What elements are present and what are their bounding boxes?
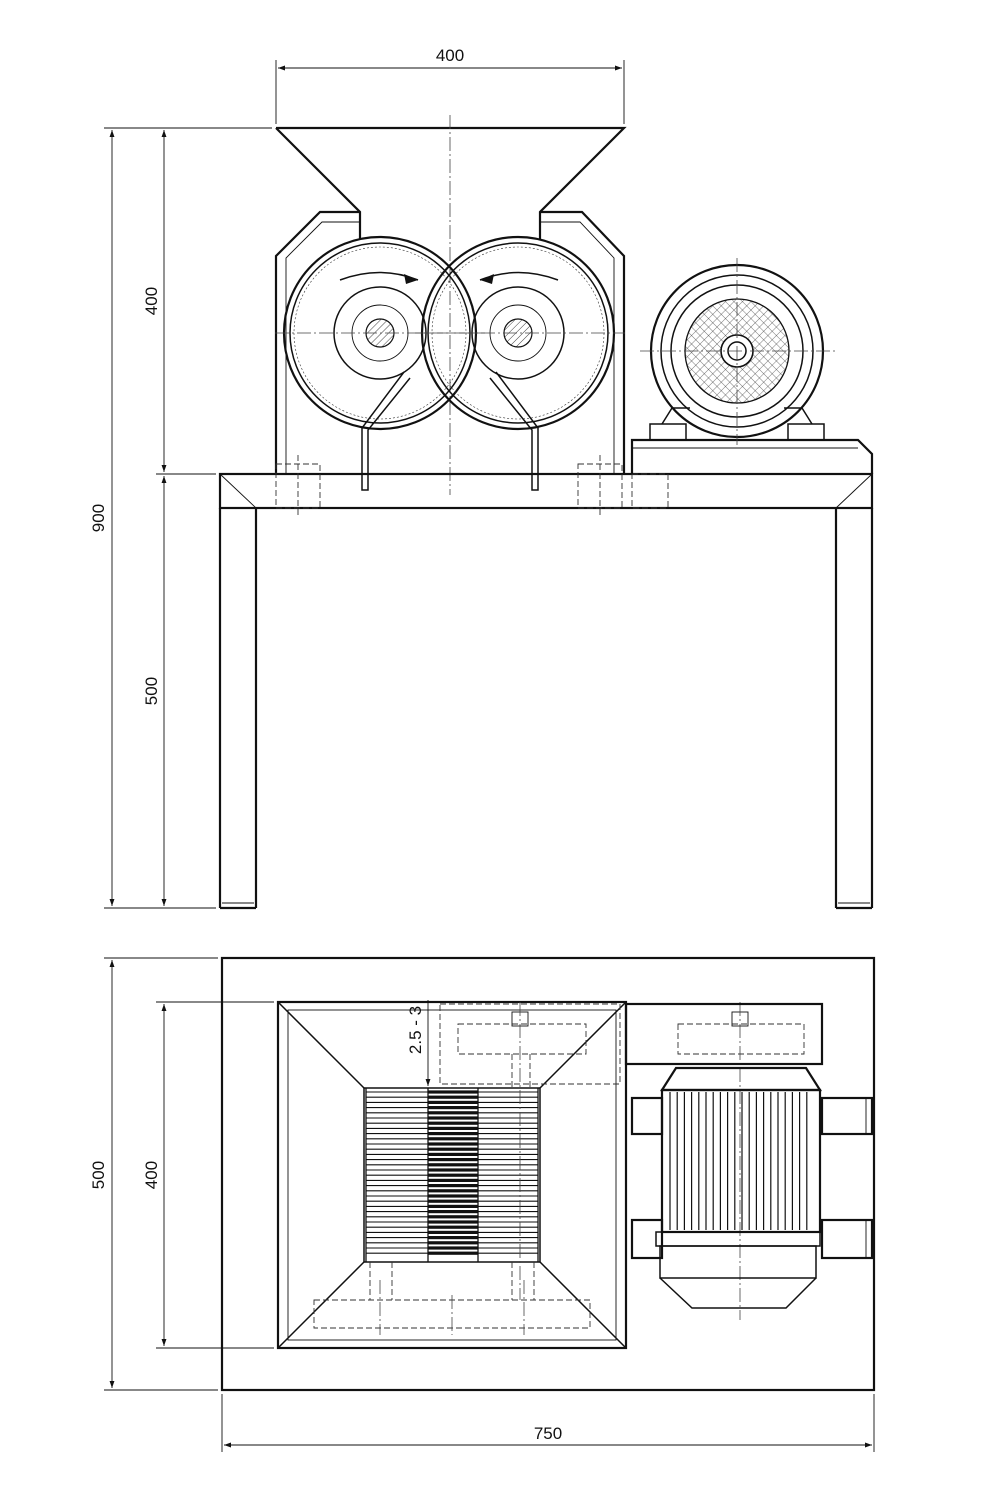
dim-plan-hopper-label: 400 <box>142 1161 161 1189</box>
front-elevation: 400 900 400 500 <box>89 46 874 910</box>
crusher-housing <box>274 210 626 474</box>
dim-upper-height-label: 400 <box>142 287 161 315</box>
plan-roller-ribs <box>365 1088 539 1262</box>
table-frame <box>218 455 874 910</box>
dim-roller-gap-label: 2.5 - 3 <box>406 1006 425 1054</box>
motor-cooling-fins <box>669 1092 808 1230</box>
dim-plan-width: 750 <box>221 1394 875 1452</box>
dim-total-height: 900 <box>89 127 272 909</box>
dim-lower-height-label: 500 <box>142 677 161 705</box>
dim-upper-height: 400 <box>142 130 216 475</box>
dim-top-width: 400 <box>275 46 625 124</box>
dim-plan-width-label: 750 <box>534 1424 562 1443</box>
left-roller <box>275 235 485 431</box>
dim-top-width-label: 400 <box>436 46 464 65</box>
dim-plan-hopper: 400 <box>142 1001 274 1349</box>
dim-roller-gap: 2.5 - 3 <box>406 1000 431 1086</box>
dim-plan-depth-label: 500 <box>89 1161 108 1189</box>
hopper <box>275 115 627 495</box>
dim-total-height-label: 900 <box>89 504 108 532</box>
motor-front <box>630 258 874 474</box>
dim-plan-depth: 500 <box>89 957 218 1391</box>
plan-frame-outline <box>220 956 876 1392</box>
plan-hopper <box>276 1000 628 1350</box>
scrapers <box>361 371 539 491</box>
right-roller <box>415 235 625 431</box>
plan-motor <box>624 1002 874 1309</box>
plan-view: 2.5 - 3 500 400 750 <box>89 956 876 1452</box>
dim-lower-height: 500 <box>142 476 167 906</box>
plan-drive-hidden <box>439 1002 805 1320</box>
